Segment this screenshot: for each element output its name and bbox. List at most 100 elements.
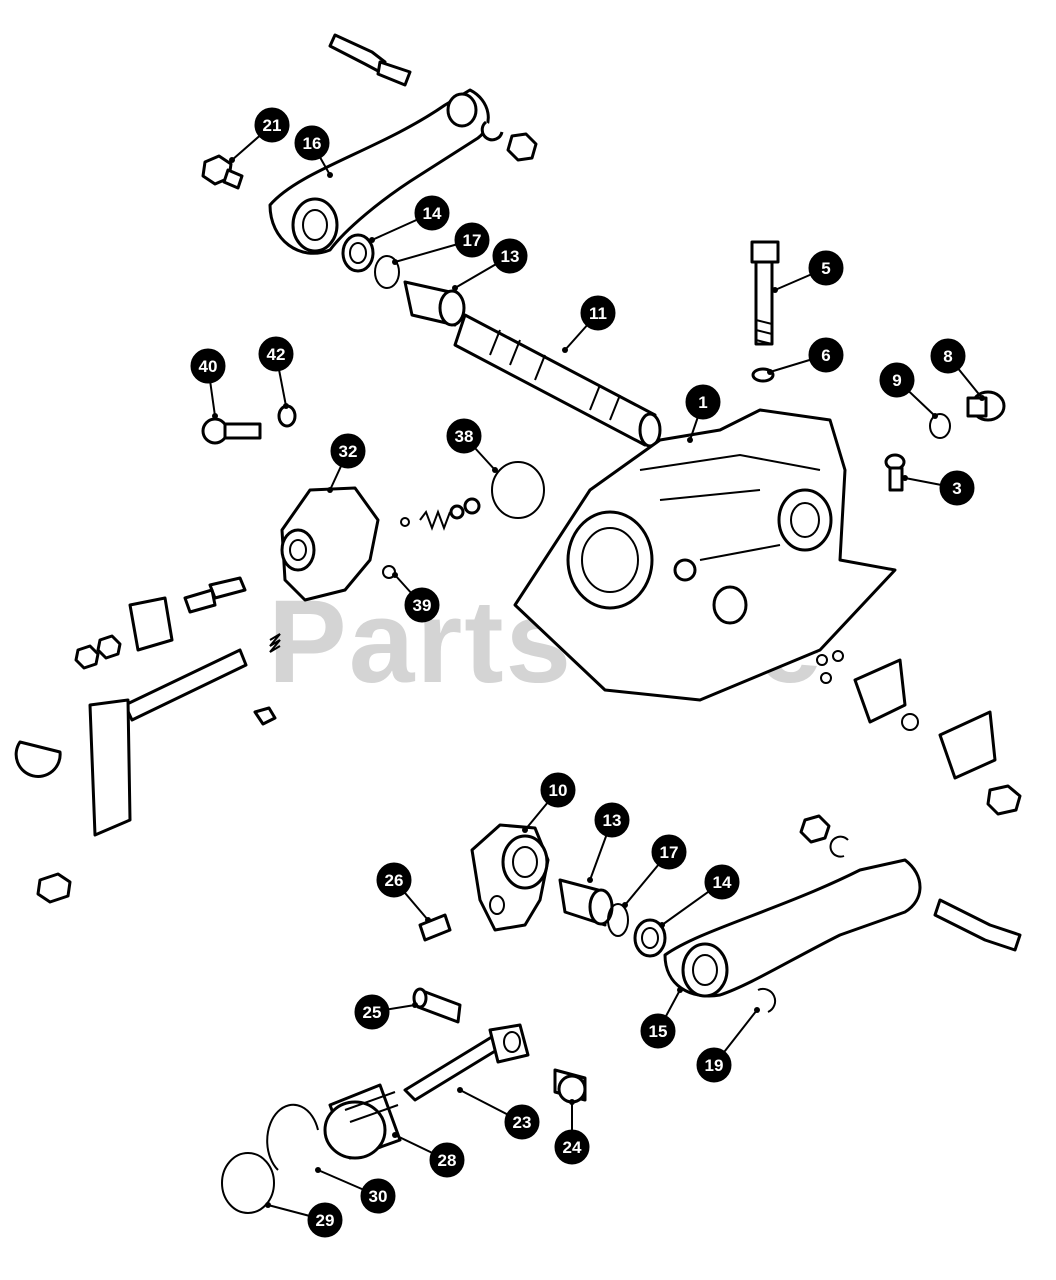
leader-arrowhead: [392, 1132, 398, 1138]
callout-17: 17: [651, 834, 687, 870]
callout-number: 17: [463, 231, 482, 250]
callout-balloon: [376, 862, 412, 898]
callout-13: 13: [594, 802, 630, 838]
callout-number: 19: [705, 1056, 724, 1075]
leader-arrowhead: [687, 437, 693, 443]
leader-arrowhead: [327, 172, 333, 178]
clip-19: [757, 987, 777, 1013]
callout-balloon: [446, 418, 482, 454]
bolt-3: [884, 453, 906, 492]
leader-arrowhead: [754, 1007, 760, 1013]
leader-arrowhead: [569, 1099, 575, 1105]
callout-number: 26: [385, 871, 404, 890]
leader-arrowhead: [677, 987, 683, 993]
main-housing-1: [513, 408, 897, 702]
upper-lift-arm: [268, 33, 538, 255]
callout-number: 38: [455, 427, 474, 446]
leader-arrowhead: [392, 259, 398, 265]
callout-balloon: [254, 107, 290, 143]
callout-balloon: [594, 802, 630, 838]
callout-29: 29: [307, 1202, 343, 1238]
callout-10: 10: [540, 772, 576, 808]
leader-arrowhead: [902, 475, 908, 481]
callout-40: 40: [190, 348, 226, 384]
leader-arrowhead: [425, 917, 431, 923]
long-bolt-5: [750, 240, 780, 346]
bushing-24: [553, 1068, 587, 1104]
o-ring-38: [491, 461, 545, 519]
callout-balloon: [190, 348, 226, 384]
callout-balloon: [808, 250, 844, 286]
callout-balloon: [414, 195, 450, 231]
bushing-14-upper: [341, 233, 375, 273]
callout-number: 40: [199, 357, 218, 376]
callout-balloon: [504, 1104, 540, 1140]
callout-17: 17: [454, 222, 490, 258]
callout-3: 3: [939, 470, 975, 506]
leader-arrowhead: [283, 403, 289, 409]
callout-balloon: [258, 336, 294, 372]
callout-number: 24: [563, 1138, 582, 1157]
sleeve-13-lower: [558, 878, 614, 927]
set-screw-26: [418, 913, 452, 942]
leader-arrowhead: [212, 413, 218, 419]
callout-balloon: [879, 362, 915, 398]
callout-number: 28: [438, 1151, 457, 1170]
callout-number: 5: [821, 259, 830, 278]
bolt-40: [201, 417, 262, 445]
callout-balloon: [360, 1178, 396, 1214]
callout-balloon: [404, 587, 440, 623]
callout-number: 8: [943, 347, 952, 366]
callout-number: 11: [589, 304, 607, 323]
callout-balloon: [939, 470, 975, 506]
retaining-ring-30: [266, 1103, 319, 1171]
callout-number: 10: [549, 781, 568, 800]
callout-23: 23: [504, 1104, 540, 1140]
leader-arrowhead: [369, 237, 375, 243]
o-ring-9: [929, 413, 951, 439]
left-linkage-parts: [14, 576, 281, 904]
callout-15: 15: [640, 1013, 676, 1049]
callout-balloon: [808, 337, 844, 373]
washer-42: [277, 404, 297, 428]
leader-arrowhead: [767, 369, 773, 375]
callout-balloon: [330, 433, 366, 469]
leader-arrowhead: [979, 395, 985, 401]
callout-balloon: [704, 864, 740, 900]
leader-arrowhead: [772, 287, 778, 293]
callout-number: 23: [513, 1113, 532, 1132]
callout-39: 39: [404, 587, 440, 623]
sleeve-13-upper: [403, 280, 466, 327]
callout-number: 21: [263, 116, 282, 135]
callout-number: 1: [698, 393, 707, 412]
callout-number: 13: [501, 247, 520, 266]
leader-arrowhead: [327, 487, 333, 493]
callout-24: 24: [554, 1129, 590, 1165]
callout-number: 6: [821, 346, 830, 365]
callout-number: 39: [413, 596, 432, 615]
callout-number: 9: [892, 371, 901, 390]
leader-arrowhead: [229, 157, 235, 163]
leader-arrowhead: [562, 347, 568, 353]
callout-number: 13: [603, 811, 622, 830]
callout-balloon: [930, 338, 966, 374]
callout-balloon: [640, 1013, 676, 1049]
callout-balloon: [580, 295, 616, 331]
callout-14: 14: [414, 195, 450, 231]
leader-arrowhead: [457, 1087, 463, 1093]
leader-arrowhead: [452, 285, 458, 291]
leader-arrowhead: [492, 467, 498, 473]
valve-housing-32: [280, 486, 380, 602]
callout-balloon: [554, 1129, 590, 1165]
callout-30: 30: [360, 1178, 396, 1214]
callout-32: 32: [330, 433, 366, 469]
callout-number: 30: [369, 1187, 388, 1206]
callout-balloon: [696, 1047, 732, 1083]
leader-arrowhead: [412, 1002, 418, 1008]
piston-28: [323, 1083, 402, 1160]
o-ring-29: [221, 1152, 275, 1214]
o-ring-17-upper: [374, 255, 400, 289]
callout-25: 25: [354, 994, 390, 1030]
